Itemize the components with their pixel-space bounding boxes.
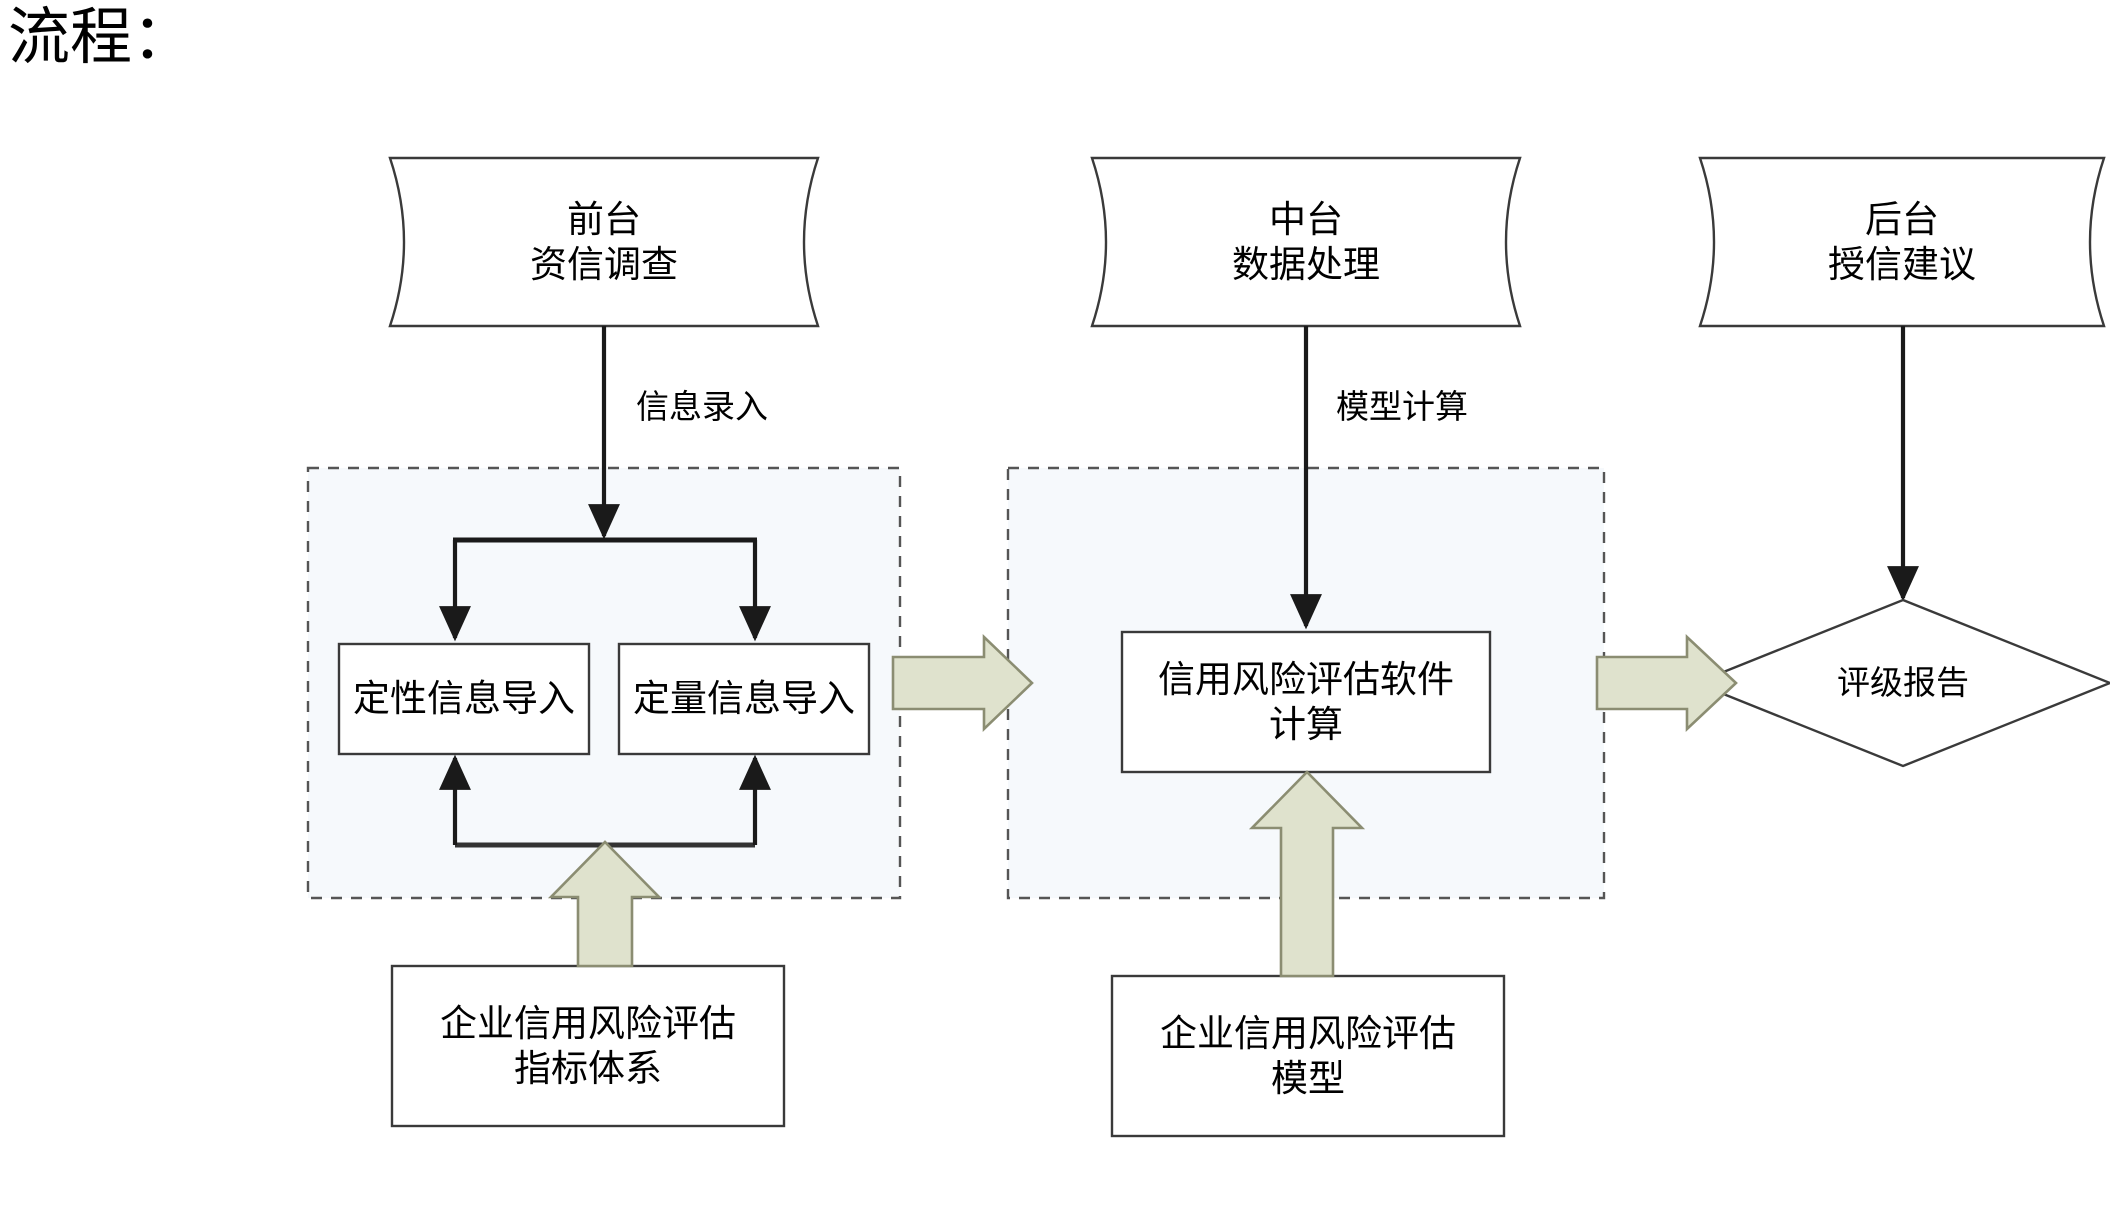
page-title: 流程： bbox=[8, 0, 195, 73]
block-arrow-model-up bbox=[1248, 770, 1366, 978]
block-arrow-middle-to-report bbox=[1595, 633, 1738, 733]
edge-label-model-compute: 模型计算 bbox=[1336, 388, 1468, 425]
edge-label-info-entry: 信息录入 bbox=[636, 388, 768, 425]
block-arrow-indicator-up bbox=[547, 840, 663, 968]
decision-rating-report-shape bbox=[1692, 598, 2110, 768]
box-software-shape bbox=[1120, 630, 1492, 774]
box-quantitative-shape bbox=[617, 642, 871, 756]
block-arrow-front-to-middle bbox=[891, 633, 1034, 733]
tape-front-office-shape bbox=[388, 156, 820, 328]
tape-back-office-shape bbox=[1698, 156, 2106, 328]
tape-middle-office-shape bbox=[1090, 156, 1522, 328]
box-indicator-system-shape bbox=[390, 964, 786, 1128]
box-risk-model-shape bbox=[1110, 974, 1506, 1138]
box-qualitative-shape bbox=[337, 642, 591, 756]
